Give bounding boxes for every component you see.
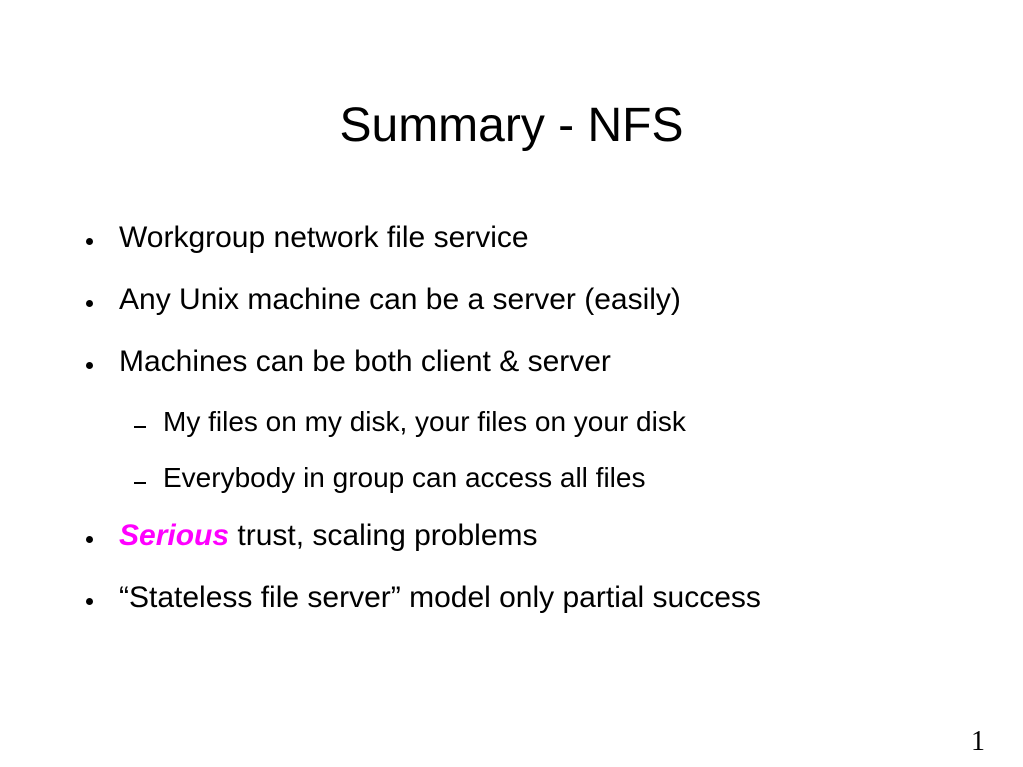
- bullet-item: “Stateless file server” model only parti…: [0, 580, 1023, 616]
- bullet-dot-icon: [86, 300, 93, 307]
- bullet-dot-icon: [86, 362, 93, 369]
- bullet-item: Machines can be both client & server: [0, 344, 1023, 380]
- sub-bullet-text: Everybody in group can access all files: [163, 462, 646, 493]
- bullet-item: Serious trust, scaling problems: [0, 518, 1023, 554]
- sub-bullet-text: My files on my disk, your files on your …: [163, 406, 686, 437]
- bullet-text-rest: trust, scaling problems: [229, 519, 538, 552]
- slide-title: Summary - NFS: [339, 99, 684, 152]
- bullet-dot-icon: [86, 238, 93, 245]
- bullet-dash-icon: [134, 482, 146, 484]
- bullet-text: Machines can be both client & server: [119, 345, 611, 378]
- bullet-item: Any Unix machine can be a server (easily…: [0, 282, 1023, 318]
- bullet-text: Serious trust, scaling problems: [119, 518, 538, 554]
- sub-bullet-item: Everybody in group can access all files: [0, 461, 1023, 495]
- page-number: 1: [971, 726, 985, 757]
- bullet-dot-icon: [86, 598, 93, 605]
- bullet-text: “Stateless file server” model only parti…: [119, 581, 761, 614]
- bullet-text: Workgroup network file service: [119, 221, 529, 254]
- bullet-dash-icon: [134, 426, 146, 428]
- bullet-dot-icon: [86, 536, 93, 543]
- bullet-item: Workgroup network file service: [0, 220, 1023, 256]
- bullet-text: Any Unix machine can be a server (easily…: [119, 283, 681, 316]
- sub-bullet-item: My files on my disk, your files on your …: [0, 405, 1023, 439]
- emphasis-text: Serious: [119, 519, 230, 552]
